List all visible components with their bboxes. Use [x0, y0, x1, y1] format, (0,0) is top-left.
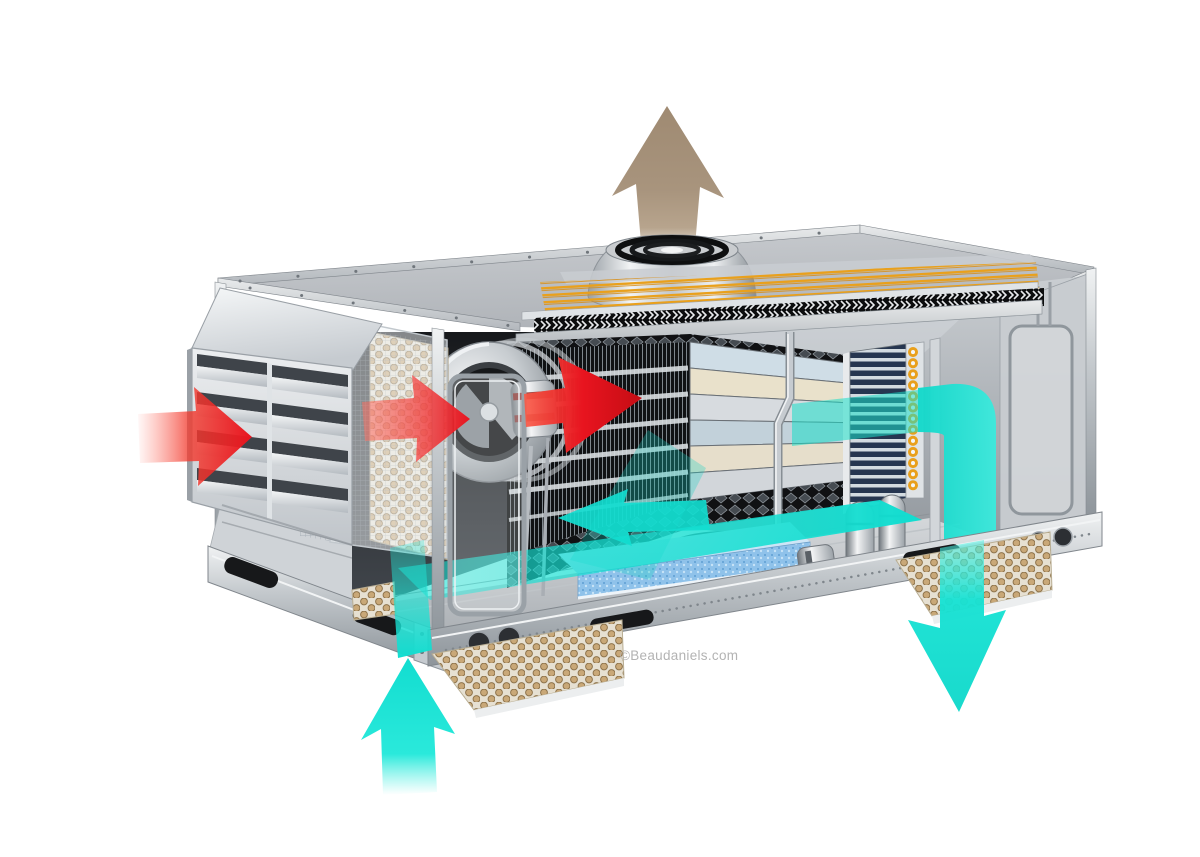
rail-holes	[444, 532, 1092, 652]
cool-air-return-arrow	[361, 658, 455, 795]
access-door-outline	[1008, 324, 1074, 516]
cool-air-circulation-band	[398, 383, 996, 600]
exhaust-air-arrow	[612, 106, 724, 258]
fork-pocket	[224, 557, 279, 589]
condenser-coil-tubes	[540, 262, 1040, 316]
hood-top-face	[191, 287, 383, 371]
right-access-panel	[929, 267, 1097, 563]
refrigerant-pipe	[773, 332, 795, 562]
cool-air-supply-arrow	[908, 540, 1006, 712]
honeycomb-trays	[351, 531, 1053, 718]
watermark: ©Beaudaniels.com	[620, 648, 738, 663]
cool-air-elbow-band	[918, 383, 996, 552]
intake-louvers	[197, 354, 348, 520]
condenser-fin-slab	[534, 288, 1044, 336]
heat-exchanger-top	[507, 334, 868, 366]
opening-frame	[929, 337, 941, 563]
cool-air-return-band	[390, 540, 432, 658]
hot-air-filtered-arrow	[362, 375, 470, 462]
clear-service-panels	[431, 327, 527, 645]
rail-hole	[1053, 527, 1073, 547]
cool-air-floor-band	[398, 500, 922, 600]
cool-air-floor-arrow	[558, 489, 710, 546]
hot-air-supply-arrow	[524, 357, 642, 453]
hot-air-inlet-arrow	[138, 387, 252, 486]
louver-divider	[267, 363, 272, 520]
fan-ring	[615, 235, 729, 265]
blower-blade	[453, 384, 489, 449]
cool-air-coil-band	[792, 390, 918, 446]
